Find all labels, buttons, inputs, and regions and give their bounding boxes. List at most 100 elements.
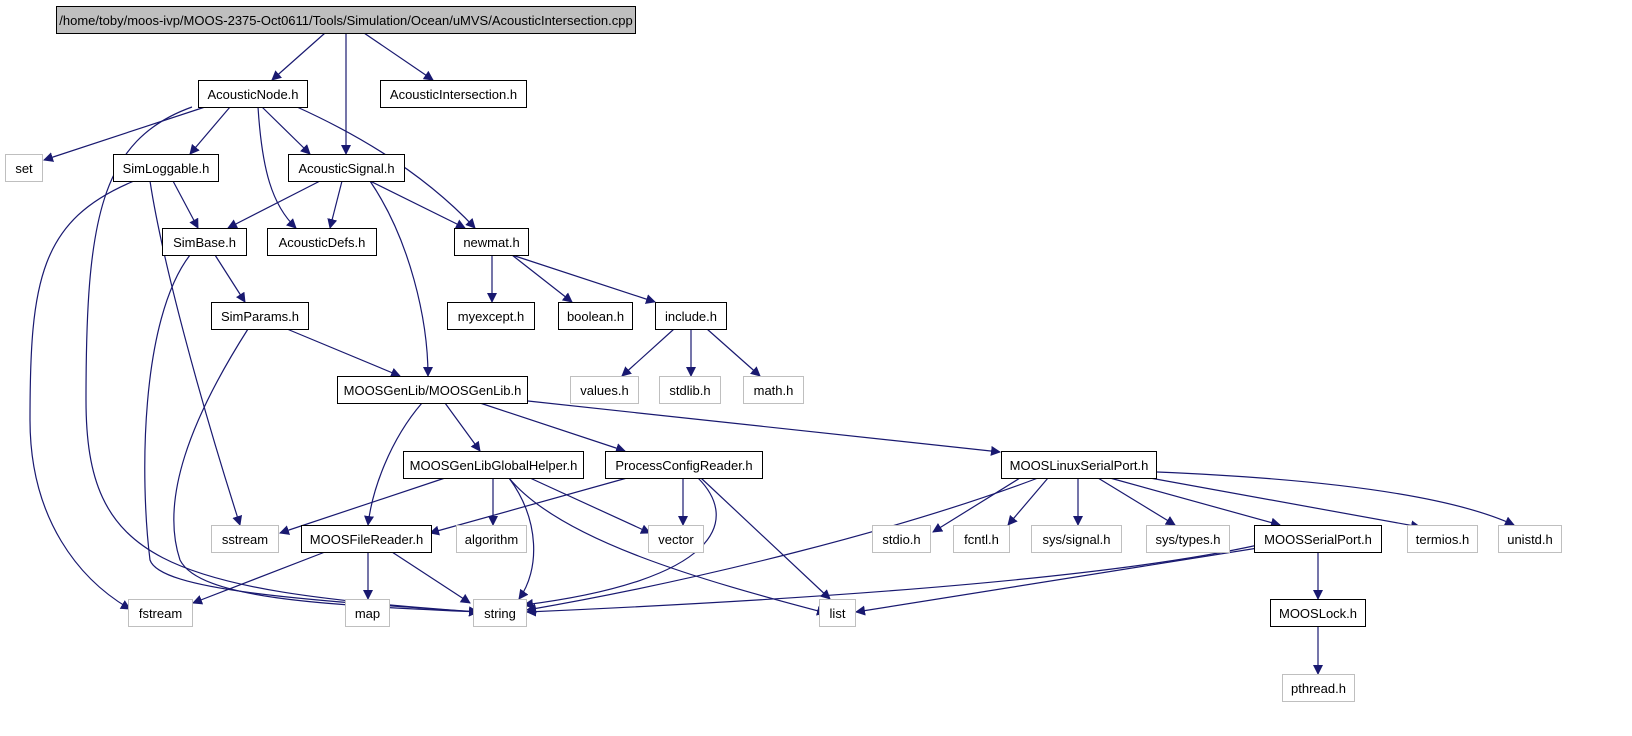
node-fcntl-h[interactable]: fcntl.h xyxy=(953,525,1010,553)
dependency-edge xyxy=(29,180,135,610)
node-label: sys/signal.h xyxy=(1042,531,1111,547)
dependency-edge xyxy=(526,544,1259,617)
node-moos-serial-port-h[interactable]: MOOSSerialPort.h xyxy=(1254,525,1382,553)
node-label: MOOSSerialPort.h xyxy=(1264,531,1372,547)
node-list[interactable]: list xyxy=(819,599,856,627)
node-fstream[interactable]: fstream xyxy=(128,599,193,627)
dependency-edge xyxy=(192,551,326,605)
node-moos-file-reader-h[interactable]: MOOSFileReader.h xyxy=(301,525,432,553)
dependency-edge xyxy=(527,400,1001,456)
node-label: myexcept.h xyxy=(457,308,525,324)
node-string[interactable]: string xyxy=(473,599,527,627)
dependency-edge xyxy=(271,32,326,81)
node-label: newmat.h xyxy=(463,234,520,250)
node-label: SimParams.h xyxy=(220,308,300,324)
node-process-config-reader-h[interactable]: ProcessConfigReader.h xyxy=(605,451,763,479)
dependency-edge xyxy=(511,254,573,303)
node-label: list xyxy=(829,605,846,621)
dependency-edge xyxy=(144,254,479,617)
node-label: vector xyxy=(658,531,694,547)
node-set[interactable]: set xyxy=(5,154,43,182)
node-label: algorithm xyxy=(464,531,519,547)
node-pthread-h[interactable]: pthread.h xyxy=(1282,674,1355,702)
node-termios-h[interactable]: termios.h xyxy=(1407,525,1478,553)
dependency-edge xyxy=(257,106,297,229)
node-sys-signal-h[interactable]: sys/signal.h xyxy=(1031,525,1122,553)
dependency-edge xyxy=(529,477,651,534)
dependency-edge xyxy=(369,180,466,229)
dependency-edge xyxy=(369,180,433,377)
node-moos-lock-h[interactable]: MOOSLock.h xyxy=(1270,599,1366,627)
node-label: AcousticIntersection.h xyxy=(389,86,518,102)
node-acoustic-node-h[interactable]: AcousticNode.h xyxy=(198,80,308,108)
node-myexcept-h[interactable]: myexcept.h xyxy=(447,302,535,330)
node-vector[interactable]: vector xyxy=(648,525,704,553)
dependency-edge xyxy=(149,180,243,526)
node-label: pthread.h xyxy=(1291,680,1346,696)
dependency-edge xyxy=(172,180,199,229)
node-label: AcousticDefs.h xyxy=(278,234,366,250)
node-values-h[interactable]: values.h xyxy=(570,376,639,404)
dependency-edge xyxy=(508,477,535,600)
node-label: unistd.h xyxy=(1507,531,1553,547)
node-math-h[interactable]: math.h xyxy=(743,376,804,404)
dependency-edge xyxy=(429,477,628,536)
node-label: fcntl.h xyxy=(964,531,999,547)
dependency-edge xyxy=(327,180,343,229)
node-unistd-h[interactable]: unistd.h xyxy=(1498,525,1562,553)
dependency-edge xyxy=(43,106,206,162)
dependency-edge xyxy=(279,477,446,535)
node-newmat-h[interactable]: newmat.h xyxy=(454,228,529,256)
dependency-edge xyxy=(364,402,423,526)
dependency-edge xyxy=(855,547,1259,616)
node-stdio-h[interactable]: stdio.h xyxy=(872,525,931,553)
dependency-edge xyxy=(700,477,831,600)
node-label: MOOSGenLibGlobalHelper.h xyxy=(409,457,578,473)
node-boolean-h[interactable]: boolean.h xyxy=(558,302,633,330)
dependency-edge xyxy=(1149,477,1421,531)
dependency-edge xyxy=(508,477,827,616)
node-sim-params-h[interactable]: SimParams.h xyxy=(211,302,309,330)
node-label: fstream xyxy=(138,605,183,621)
node-sim-loggable-h[interactable]: SimLoggable.h xyxy=(113,154,219,182)
dependency-edge xyxy=(479,402,626,453)
node-label: SimLoggable.h xyxy=(122,160,210,176)
dependency-edge xyxy=(1156,471,1515,526)
node-acoustic-defs-h[interactable]: AcousticDefs.h xyxy=(267,228,377,256)
node-label: /home/toby/moos-ivp/MOOS-2375-Oct0611/To… xyxy=(59,12,633,28)
node-label: MOOSFileReader.h xyxy=(309,531,424,547)
node-sim-base-h[interactable]: SimBase.h xyxy=(162,228,247,256)
node-label: termios.h xyxy=(1415,531,1470,547)
node-sys-types-h[interactable]: sys/types.h xyxy=(1146,525,1230,553)
node-label: ProcessConfigReader.h xyxy=(615,457,753,473)
node-label: include.h xyxy=(664,308,718,324)
node-label: set xyxy=(15,160,33,176)
dependency-edge xyxy=(706,328,761,377)
node-label: sys/types.h xyxy=(1155,531,1221,547)
dependency-edge xyxy=(286,328,401,378)
node-label: sstream xyxy=(221,531,269,547)
node-sstream[interactable]: sstream xyxy=(211,525,279,553)
dependency-edge xyxy=(214,254,246,303)
dependency-edge xyxy=(261,106,311,155)
node-label: MOOSLock.h xyxy=(1278,605,1358,621)
node-stdlib-h[interactable]: stdlib.h xyxy=(659,376,721,404)
node-algorithm[interactable]: algorithm xyxy=(456,525,527,553)
node-acoustic-intersection-h[interactable]: AcousticIntersection.h xyxy=(380,80,527,108)
node-acoustic-signal-h[interactable]: AcousticSignal.h xyxy=(288,154,405,182)
node-label: string xyxy=(484,605,516,621)
node-label: SimBase.h xyxy=(173,234,236,250)
node-label: math.h xyxy=(753,382,794,398)
node-moos-linux-serial-port-h[interactable]: MOOSLinuxSerialPort.h xyxy=(1001,451,1157,479)
dependency-edge xyxy=(621,328,675,377)
node-include-h[interactable]: include.h xyxy=(655,302,727,330)
node-moosgenlib-h[interactable]: MOOSGenLib/MOOSGenLib.h xyxy=(337,376,528,404)
node-moosgenlib-global-helper-h[interactable]: MOOSGenLibGlobalHelper.h xyxy=(403,451,584,479)
dependency-edge xyxy=(444,402,481,452)
node-map[interactable]: map xyxy=(345,599,390,627)
dependency-edge xyxy=(511,254,656,304)
node-root-acoustic-intersection-cpp[interactable]: /home/toby/moos-ivp/MOOS-2375-Oct0611/To… xyxy=(56,6,636,34)
node-label: stdio.h xyxy=(882,531,921,547)
